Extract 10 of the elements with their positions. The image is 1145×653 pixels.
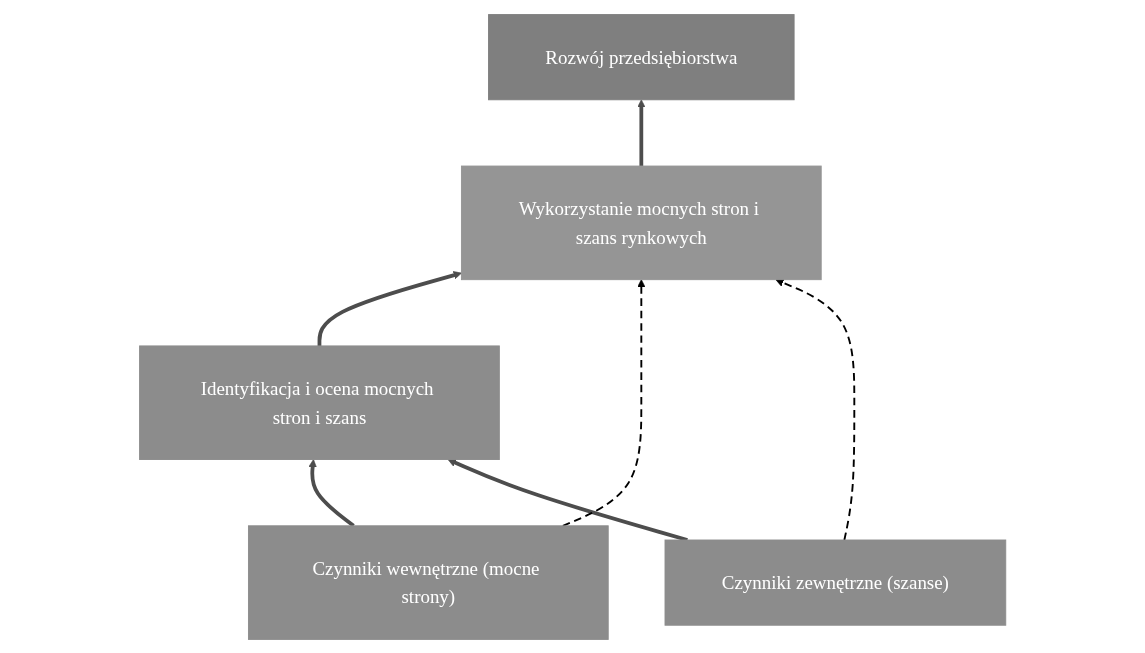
arrow — [308, 458, 355, 527]
node-box — [664, 539, 1007, 626]
node-box — [487, 13, 795, 100]
diagram: Rozwój przedsiębiorstwa Wykorzystanie mocnych stron i szans rynkowych Identyfikacja i ocena mocnych stron i szans Czynniki wewnętrzne (mocne strony) Czynniki zewnętrzne (szanse) — [131, 6, 1014, 647]
arrow — [775, 278, 856, 541]
node-box — [138, 344, 500, 460]
arrow — [637, 98, 646, 166]
node-box — [247, 524, 609, 640]
node-box — [460, 165, 822, 280]
arrow — [317, 270, 462, 346]
